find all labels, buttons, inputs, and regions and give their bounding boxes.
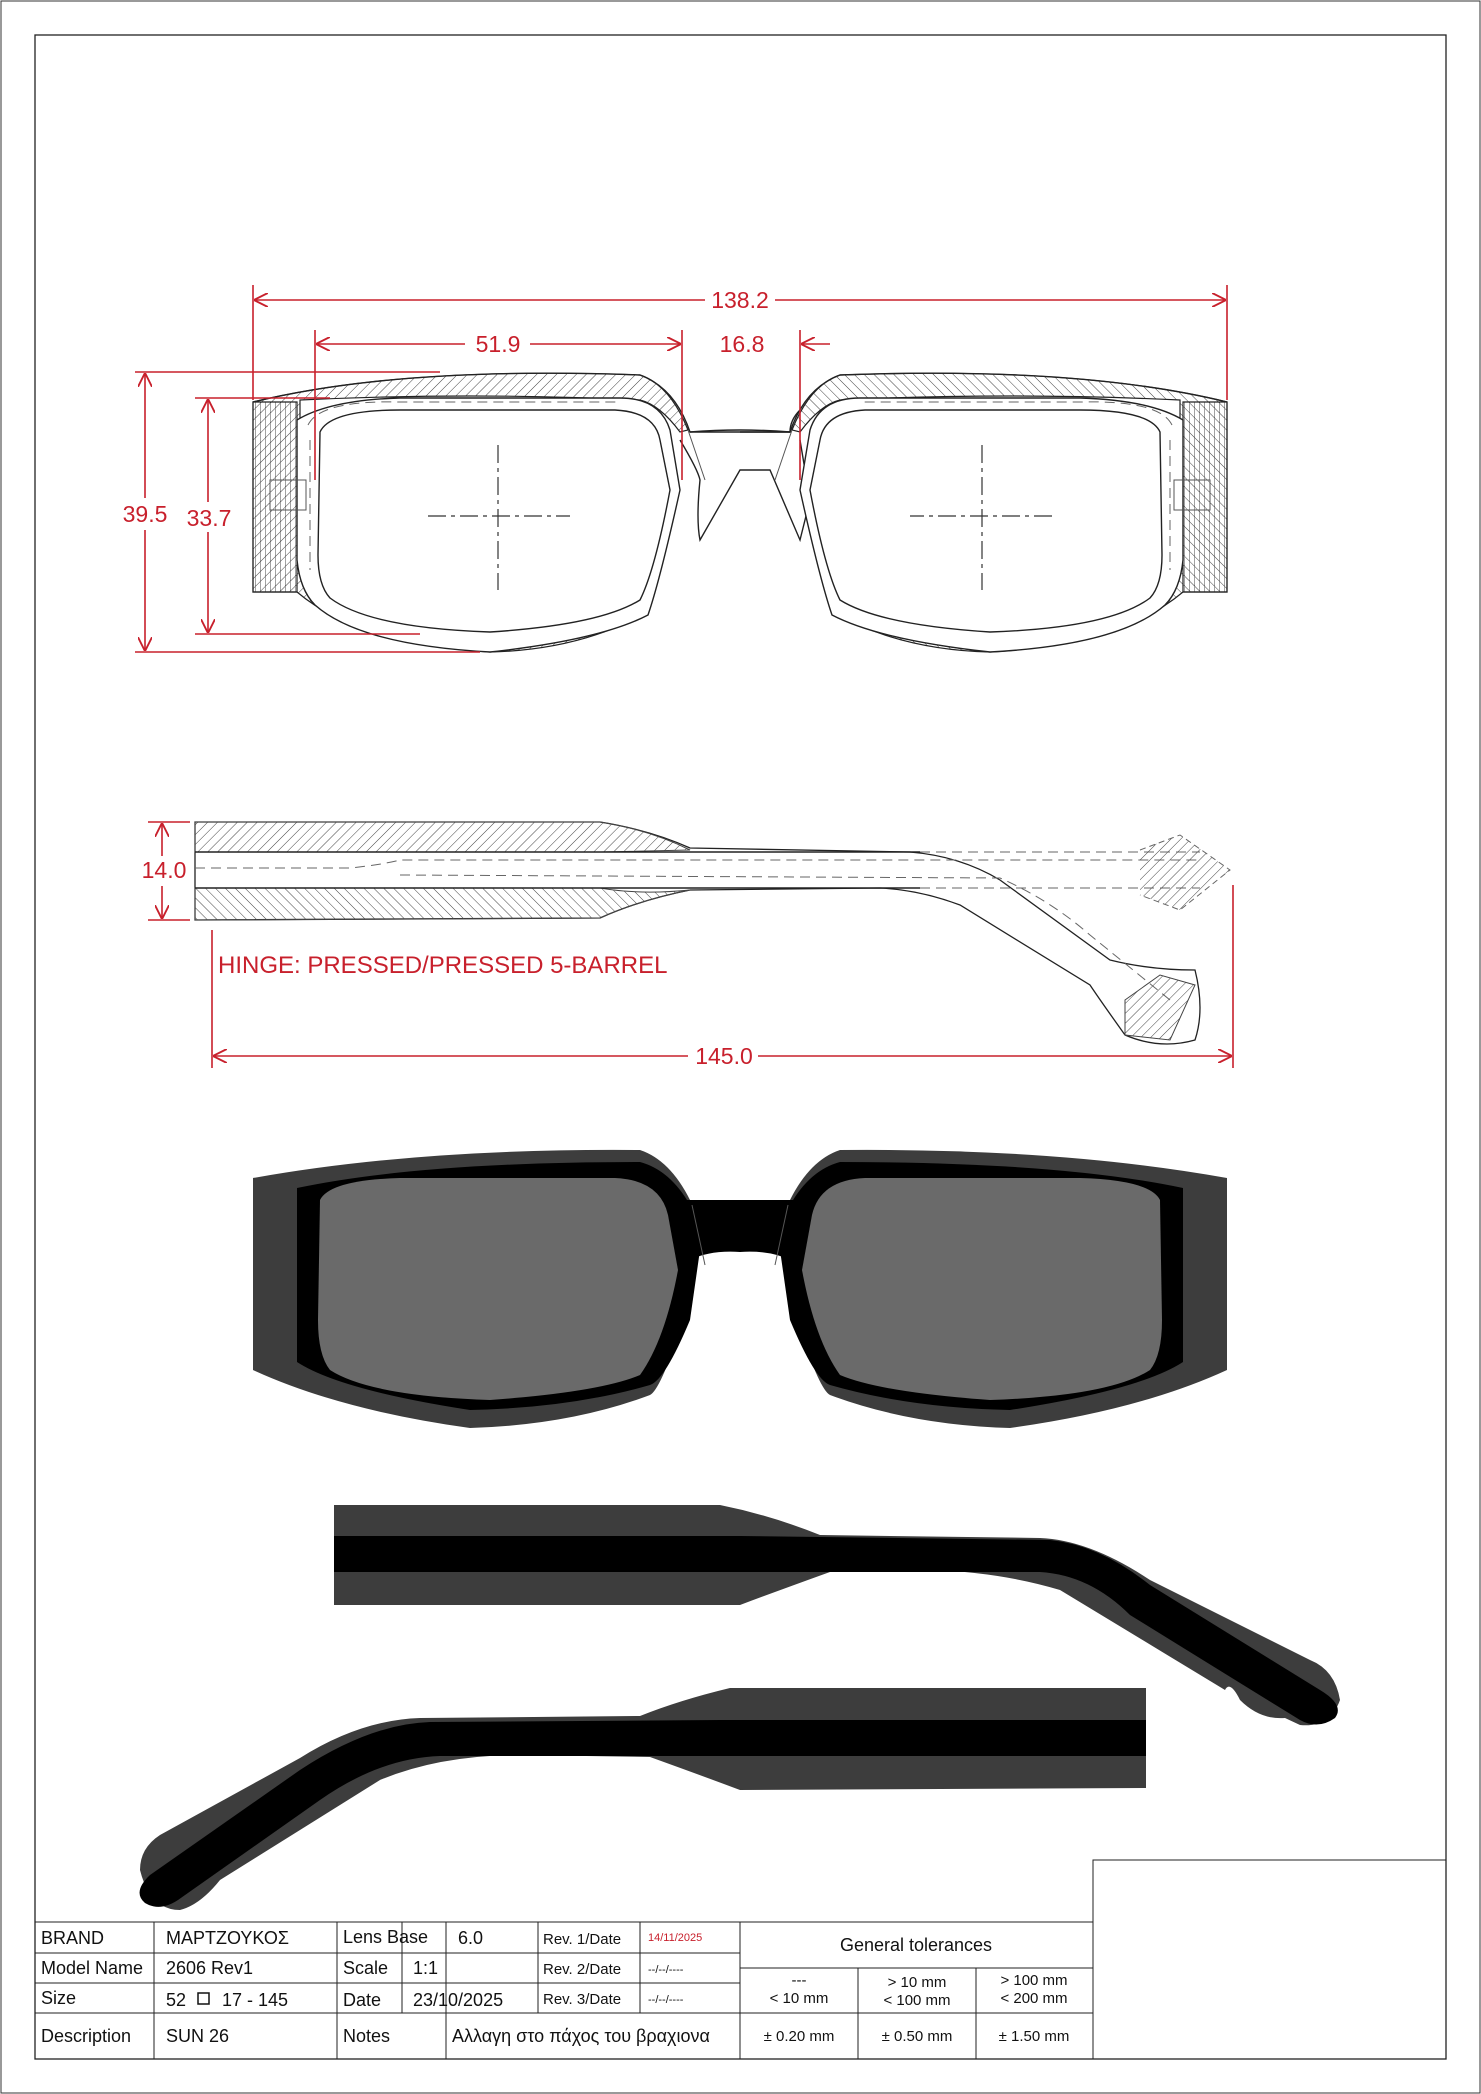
hinge-note: HINGE: PRESSED/PRESSED 5-BARREL	[218, 952, 667, 979]
description-label: Description	[41, 2026, 131, 2046]
lens-base-label: Lens Base	[343, 1927, 428, 1947]
front-render-right	[780, 1149, 1227, 1428]
tol-range1-top: ---	[792, 1972, 807, 1989]
tolerances-title: General tolerances	[840, 1935, 992, 1955]
tol-range3-bottom: < 200 mm	[1000, 1990, 1067, 2007]
date-value: 23/10/2025	[413, 1990, 503, 2010]
rev3-label: Rev. 3/Date	[543, 1991, 621, 2008]
temple-side-view-drawing	[194, 821, 1231, 1045]
bridge-label: 16.8	[720, 331, 765, 357]
date-label: Date	[343, 1990, 381, 2010]
frame-height-label: 39.5	[123, 501, 168, 527]
temple-render-left	[139, 1688, 1146, 1910]
tol-range1-bottom: < 10 mm	[770, 1990, 829, 2007]
size-label: Size	[41, 1988, 76, 2008]
temple-length-label: 145.0	[695, 1043, 753, 1069]
rev1-date: 14/11/2025	[648, 1932, 702, 1944]
title-block: BRAND ΜΑΡΤΖΟΥΚΟΣ Model Name 2606 Rev1 Si…	[34, 1859, 1447, 2060]
front-view-dimensions: 138.2 51.9 16.8 39.5 33.7	[115, 284, 1228, 653]
front-view-left-half	[252, 372, 811, 653]
temple-thickness-label: 14.0	[142, 857, 187, 883]
scale-label: Scale	[343, 1958, 388, 1978]
front-view-right-half	[740, 372, 1228, 653]
tolerance-1: ± 0.20 mm	[764, 2028, 835, 2045]
size-bridge-temple-value: 17 - 145	[222, 1990, 288, 2010]
front-render-bridge	[680, 1200, 800, 1260]
tol-range3-top: > 100 mm	[1000, 1972, 1067, 1989]
tolerance-2: ± 0.50 mm	[882, 2028, 953, 2045]
front-view-render	[253, 1149, 1227, 1428]
lens-height-label: 33.7	[187, 505, 232, 531]
temple-dimensions: 14.0 HINGE: PRESSED/PRESSED 5-BARREL 145…	[134, 821, 1234, 1070]
notes-value: Αλλαγη στο πάχος του βραχιονα	[452, 2026, 710, 2046]
notes-label: Notes	[343, 2026, 390, 2046]
rev2-date: --/--/----	[648, 1964, 684, 1976]
tol-range2-top: > 10 mm	[888, 1974, 947, 1991]
model-label: Model Name	[41, 1958, 143, 1978]
lens-width-label: 51.9	[476, 331, 521, 357]
front-view-drawing	[252, 372, 1228, 653]
overall-width-label: 138.2	[711, 287, 769, 313]
size-box-symbol	[197, 1992, 210, 2005]
brand-value: ΜΑΡΤΖΟΥΚΟΣ	[166, 1928, 289, 1948]
rev3-date: --/--/----	[648, 1994, 684, 2006]
size-eye-value: 52	[166, 1990, 186, 2010]
description-value: SUN 26	[166, 2026, 229, 2046]
temple-render-right	[334, 1505, 1340, 1726]
model-value: 2606 Rev1	[166, 1958, 253, 1978]
brand-label: BRAND	[41, 1928, 104, 1948]
front-render-left	[253, 1149, 700, 1428]
tolerance-3: ± 1.50 mm	[999, 2028, 1070, 2045]
lens-base-value: 6.0	[458, 1928, 483, 1948]
tol-range2-bottom: < 100 mm	[883, 1992, 950, 2009]
rev1-label: Rev. 1/Date	[543, 1931, 621, 1948]
scale-value: 1:1	[413, 1958, 438, 1978]
rev2-label: Rev. 2/Date	[543, 1961, 621, 1978]
